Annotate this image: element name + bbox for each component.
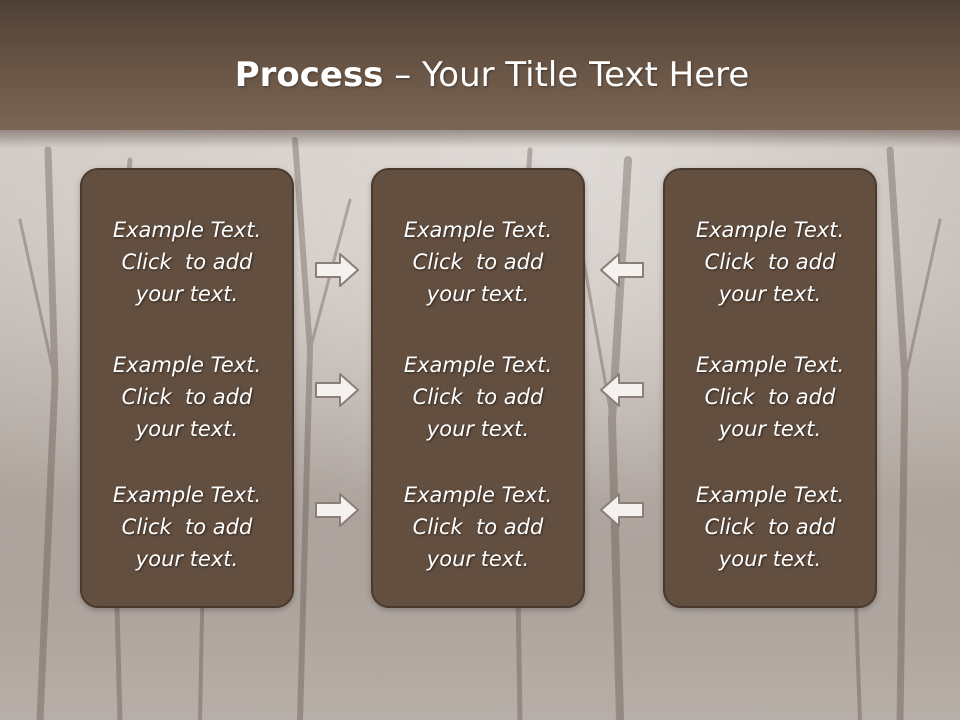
text-line: Click to add — [121, 515, 253, 539]
text-line: Click to add — [412, 250, 544, 274]
text-line: Example Text. — [695, 353, 845, 377]
arrow-right-icon — [315, 253, 359, 287]
text-line: Click to add — [704, 250, 836, 274]
text-block[interactable]: Example Text. Click to add your text. — [82, 479, 292, 575]
arrow-right-icon — [315, 493, 359, 527]
slide-title-rest: – Your Title Text Here — [383, 55, 750, 95]
text-block[interactable]: Example Text. Click to add your text. — [373, 214, 583, 310]
arrow-left-icon — [600, 493, 644, 527]
slide-title-bold: Process — [234, 55, 384, 95]
text-line: Example Text. — [112, 353, 262, 377]
text-line: your text. — [426, 417, 530, 441]
slide-title[interactable]: Process – Your Title Text Here — [0, 52, 960, 98]
text-block[interactable]: Example Text. Click to add your text. — [373, 479, 583, 575]
process-panel-center[interactable]: Example Text. Click to add your text. Ex… — [371, 168, 585, 608]
text-line: your text. — [718, 282, 822, 306]
arrow-left-icon — [600, 373, 644, 407]
text-block[interactable]: Example Text. Click to add your text. — [665, 479, 875, 575]
text-block[interactable]: Example Text. Click to add your text. — [665, 349, 875, 445]
text-line: your text. — [718, 417, 822, 441]
process-panel-left[interactable]: Example Text. Click to add your text. Ex… — [80, 168, 294, 608]
text-line: your text. — [135, 547, 239, 571]
text-block[interactable]: Example Text. Click to add your text. — [82, 349, 292, 445]
text-line: Example Text. — [112, 483, 262, 507]
text-line: your text. — [426, 282, 530, 306]
text-line: your text. — [135, 417, 239, 441]
text-line: Example Text. — [695, 218, 845, 242]
text-block[interactable]: Example Text. Click to add your text. — [82, 214, 292, 310]
text-block[interactable]: Example Text. Click to add your text. — [665, 214, 875, 310]
text-line: Click to add — [704, 515, 836, 539]
text-line: Click to add — [412, 515, 544, 539]
title-bar — [0, 0, 960, 130]
text-block[interactable]: Example Text. Click to add your text. — [373, 349, 583, 445]
arrow-right-icon — [315, 373, 359, 407]
text-line: your text. — [135, 282, 239, 306]
text-line: Example Text. — [403, 218, 553, 242]
text-line: Click to add — [121, 385, 253, 409]
title-bar-shadow — [0, 130, 960, 148]
text-line: Example Text. — [403, 483, 553, 507]
text-line: your text. — [426, 547, 530, 571]
text-line: Example Text. — [695, 483, 845, 507]
text-line: Example Text. — [112, 218, 262, 242]
process-panel-right[interactable]: Example Text. Click to add your text. Ex… — [663, 168, 877, 608]
text-line: Example Text. — [403, 353, 553, 377]
text-line: Click to add — [121, 250, 253, 274]
text-line: Click to add — [412, 385, 544, 409]
text-line: your text. — [718, 547, 822, 571]
arrow-left-icon — [600, 253, 644, 287]
text-line: Click to add — [704, 385, 836, 409]
